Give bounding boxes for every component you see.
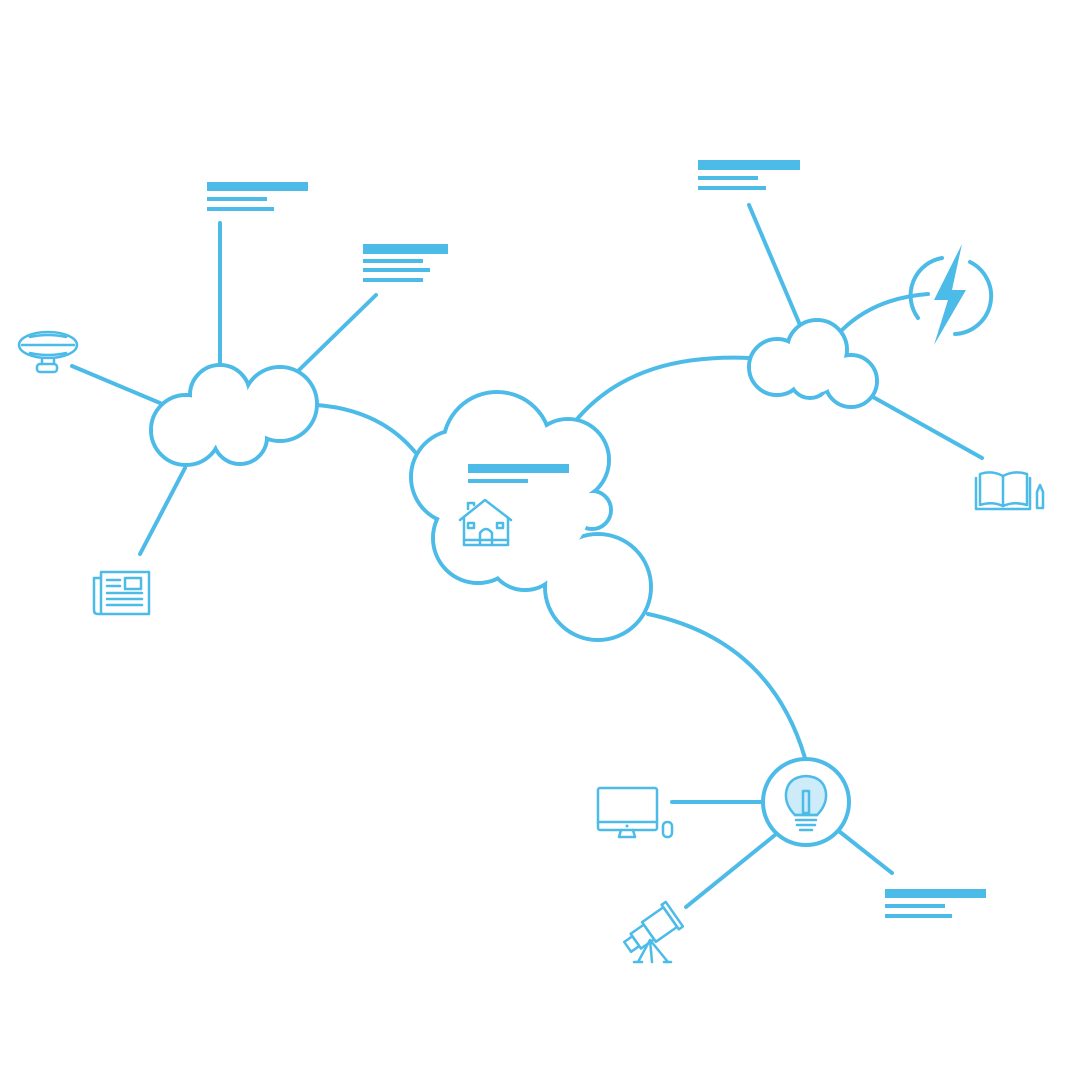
book-icon: [974, 471, 1045, 511]
connector-left-topright: [295, 293, 378, 374]
text-placeholder-left-topright: [363, 244, 448, 282]
left-cloud: [149, 363, 319, 467]
right-cloud: [747, 318, 879, 409]
connector-left-blimp: [70, 364, 162, 405]
connector-center-right: [576, 355, 752, 420]
monitor-icon: [596, 786, 674, 839]
connector-center-left: [315, 403, 417, 454]
text-placeholder-bulb: [885, 889, 986, 918]
connector-right-lightning: [840, 292, 930, 332]
connector-center-bulb: [646, 612, 807, 760]
central-cloud: [409, 390, 653, 642]
text-placeholder-line: [468, 479, 528, 483]
connector-right-top: [747, 203, 802, 327]
connectors: [70, 203, 984, 909]
house-icon: [458, 498, 513, 547]
text-placeholder-title: [468, 464, 569, 473]
connector-right-book: [871, 395, 984, 460]
connector-bulb-telescope: [684, 833, 777, 909]
text-placeholder-left-top: [207, 182, 308, 211]
newspaper-icon: [92, 570, 151, 616]
lightning-icon: [908, 244, 994, 345]
blimp-icon: [17, 330, 79, 374]
connector-left-newspaper: [138, 466, 187, 556]
lightbulb-icon: [784, 774, 828, 832]
lightbulb-node: [761, 757, 851, 847]
connector-bulb-text: [838, 830, 894, 875]
telescope-icon: [622, 900, 685, 964]
text-placeholder-right-top: [698, 160, 800, 190]
